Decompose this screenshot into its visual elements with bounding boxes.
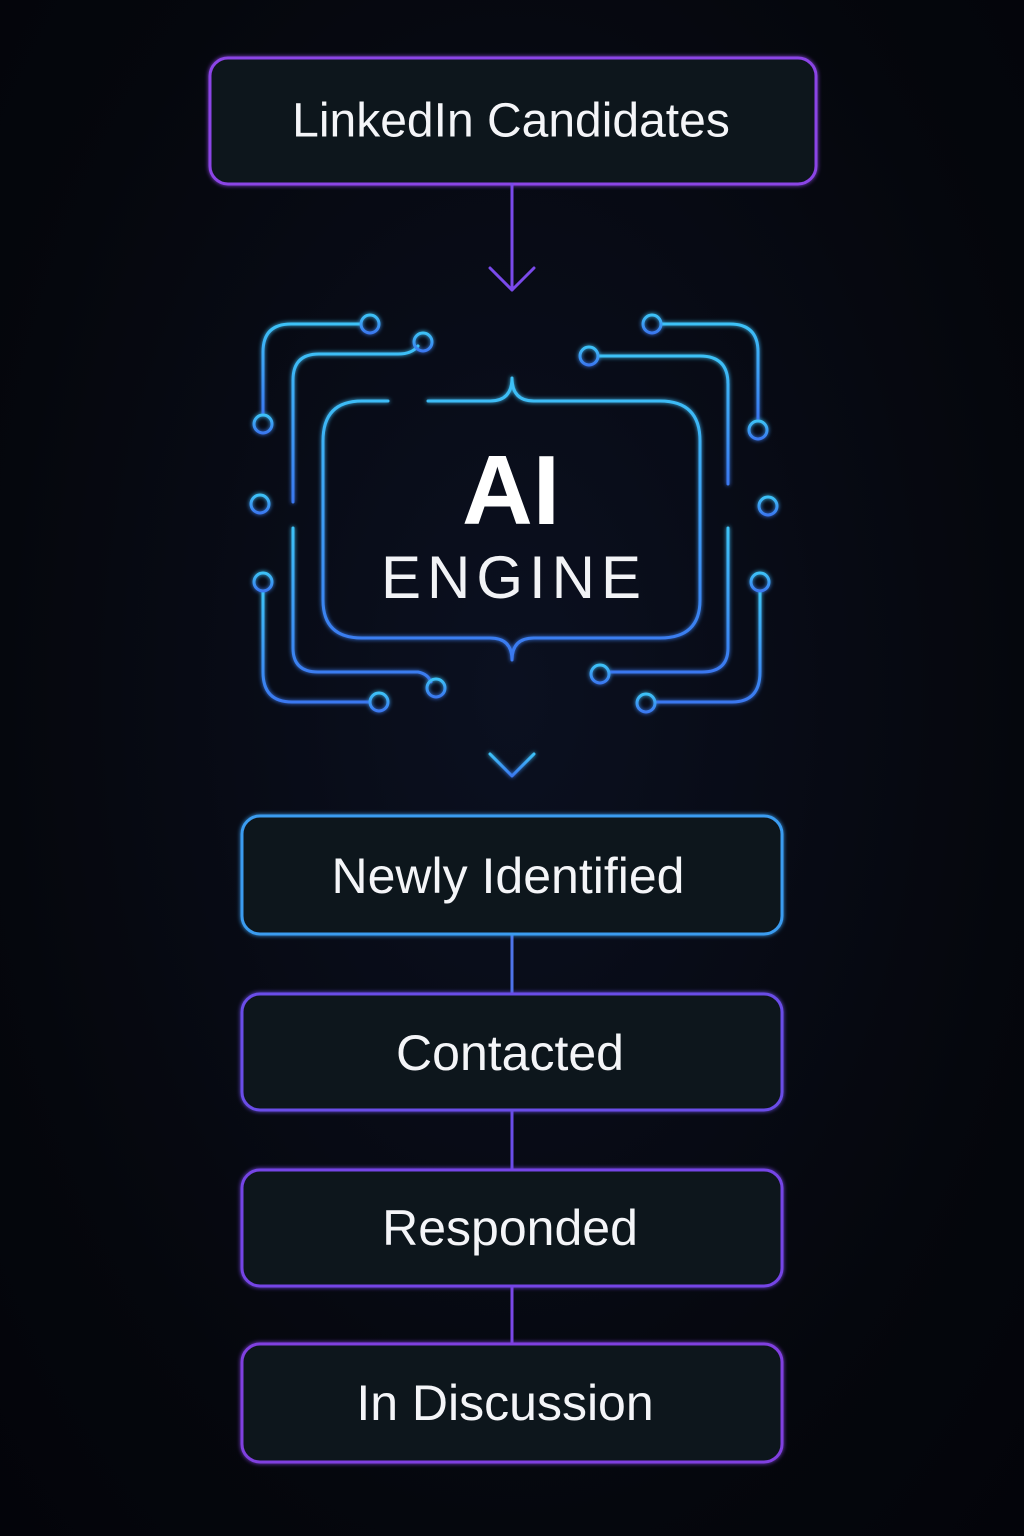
stage-box	[240, 992, 784, 1112]
source-node: LinkedIn Candidates	[208, 56, 818, 186]
stage-responded: Responded	[240, 1168, 784, 1288]
stage-box	[240, 814, 784, 936]
stage-label: In Discussion	[356, 1375, 653, 1431]
source-to-engine-arrow	[488, 182, 536, 292]
stage-in-discussion: In Discussion	[240, 1342, 784, 1464]
stage-newly-identified: Newly Identified	[240, 814, 784, 936]
stage-box	[240, 1342, 784, 1464]
engine-subtitle: ENGINE	[381, 544, 647, 611]
engine-title: AI	[462, 435, 560, 545]
source-label: LinkedIn Candidates	[292, 95, 730, 148]
circuit-chip-icon	[249, 288, 779, 778]
engine-node: AI ENGINE	[381, 435, 647, 611]
stage-contacted: Contacted	[240, 992, 784, 1112]
stage-label: Contacted	[396, 1025, 624, 1081]
stage-box	[240, 1168, 784, 1288]
stage-label: Responded	[382, 1200, 638, 1256]
stage-label: Newly Identified	[332, 848, 685, 904]
